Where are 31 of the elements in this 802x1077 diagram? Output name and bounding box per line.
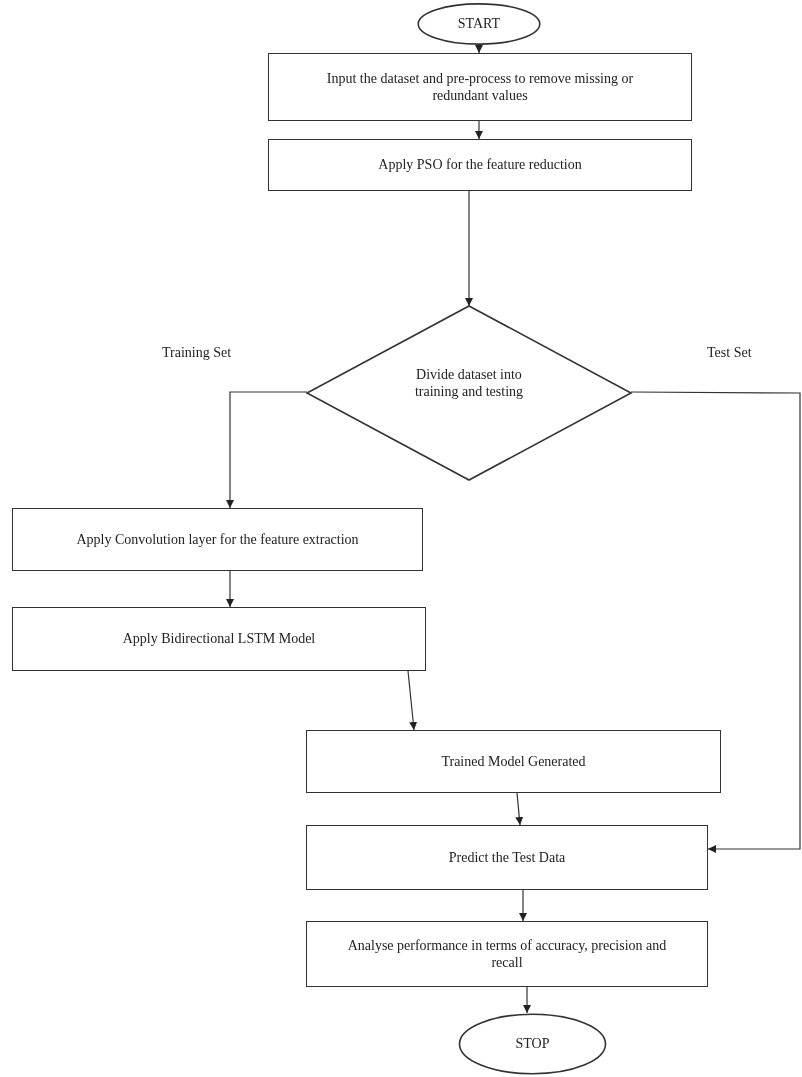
arrow xyxy=(407,670,418,731)
process-box xyxy=(306,730,721,793)
arrow xyxy=(515,792,524,826)
node-text: START xyxy=(457,15,501,33)
arrow xyxy=(475,44,483,54)
arrow xyxy=(630,391,801,853)
process-box xyxy=(306,825,708,890)
edge-label: Training Set xyxy=(160,345,234,361)
node-text: Analyse performance in terms of accuracy, precision and recall xyxy=(346,936,668,972)
node-text: STOP xyxy=(515,1035,550,1053)
process-box xyxy=(12,508,423,571)
process-box xyxy=(268,53,692,121)
node-text: Predict the Test Data xyxy=(448,848,566,867)
process-box xyxy=(12,607,426,671)
terminal-ellipse xyxy=(417,3,541,45)
arrow xyxy=(226,570,234,608)
arrow xyxy=(465,190,473,307)
node-text: Apply Bidirectional LSTM Model xyxy=(122,630,316,648)
node-text: Input the dataset and pre-process to remove missing or redundant values xyxy=(325,69,635,105)
process-box xyxy=(268,139,692,191)
decision-diamond xyxy=(307,306,631,480)
process-box xyxy=(306,921,708,987)
node-text: Apply PSO for the feature reduction xyxy=(378,156,582,174)
node-text: Trained Model Generated xyxy=(441,752,586,771)
arrow xyxy=(523,986,531,1014)
arrow xyxy=(519,889,527,922)
node-text: Apply Convolution layer for the feature extraction xyxy=(76,530,359,549)
terminal-ellipse xyxy=(458,1013,607,1075)
arrow xyxy=(475,120,483,140)
arrow xyxy=(226,391,308,509)
node-text: Divide dataset into training and testing xyxy=(413,365,525,401)
